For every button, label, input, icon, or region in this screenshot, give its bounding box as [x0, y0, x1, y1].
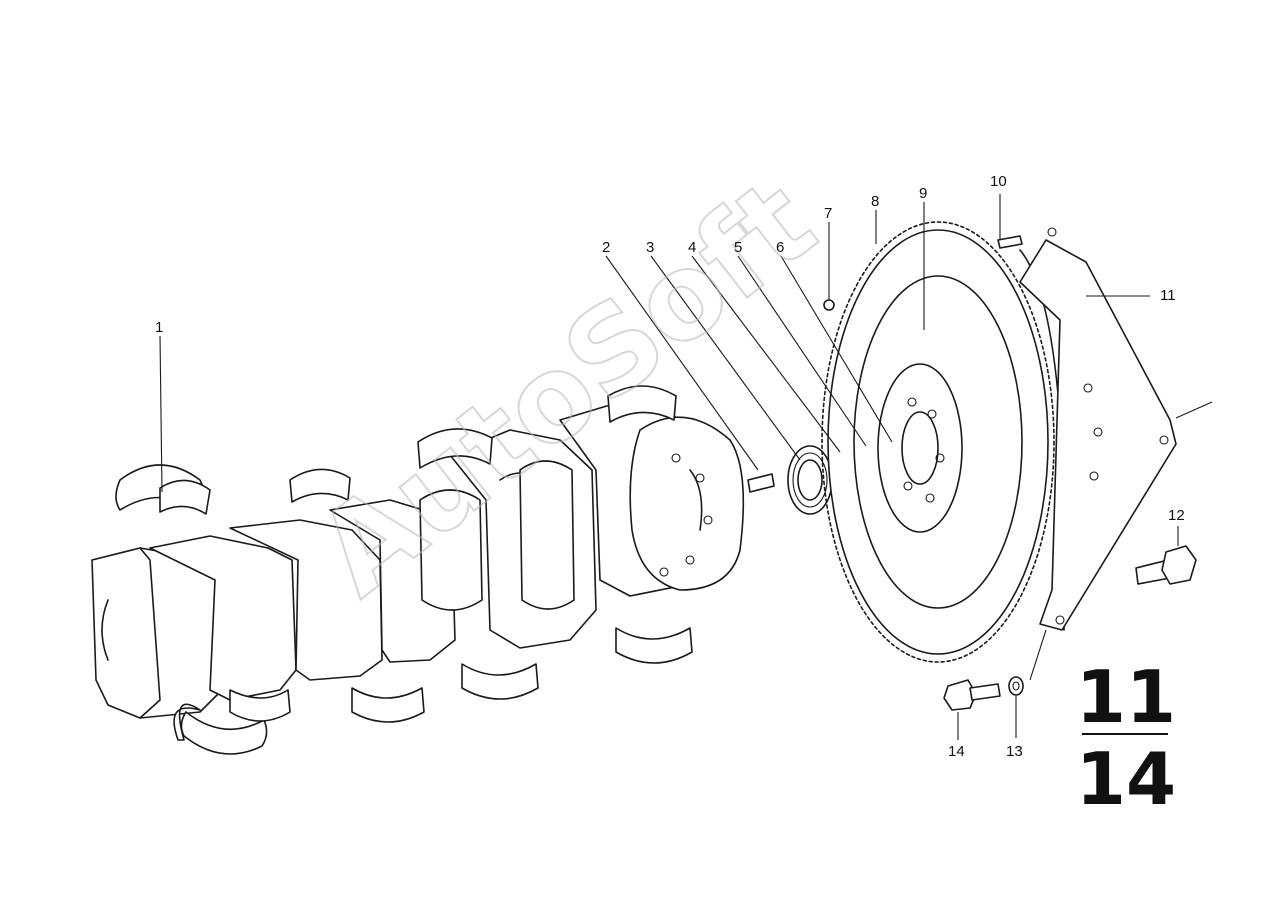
bearing-shells — [115, 385, 693, 755]
callout-11: 11 — [1160, 287, 1176, 304]
fasteners — [943, 235, 1197, 711]
callout-4: 4 — [688, 239, 696, 256]
callout-3: 3 — [646, 239, 654, 256]
callout-labels: 1 2 3 4 5 6 7 8 9 10 11 12 13 14 — [155, 173, 1185, 760]
leader-lines — [159, 194, 1179, 740]
callout-10: 10 — [990, 173, 1007, 190]
group-number: 11 14 — [1076, 655, 1176, 821]
callout-1: 1 — [155, 319, 163, 336]
callout-5: 5 — [734, 239, 742, 256]
callout-7: 7 — [824, 205, 832, 222]
callout-8: 8 — [871, 193, 879, 210]
crankshaft — [91, 401, 745, 719]
callout-13: 13 — [1006, 743, 1023, 760]
callout-6: 6 — [776, 239, 784, 256]
group-number-top: 11 — [1076, 655, 1176, 739]
callout-12: 12 — [1168, 507, 1185, 524]
callout-14: 14 — [948, 743, 965, 760]
callout-2: 2 — [602, 239, 610, 256]
callout-9: 9 — [919, 185, 927, 202]
drive-plate — [1019, 227, 1213, 631]
group-number-bottom: 14 — [1076, 737, 1176, 821]
